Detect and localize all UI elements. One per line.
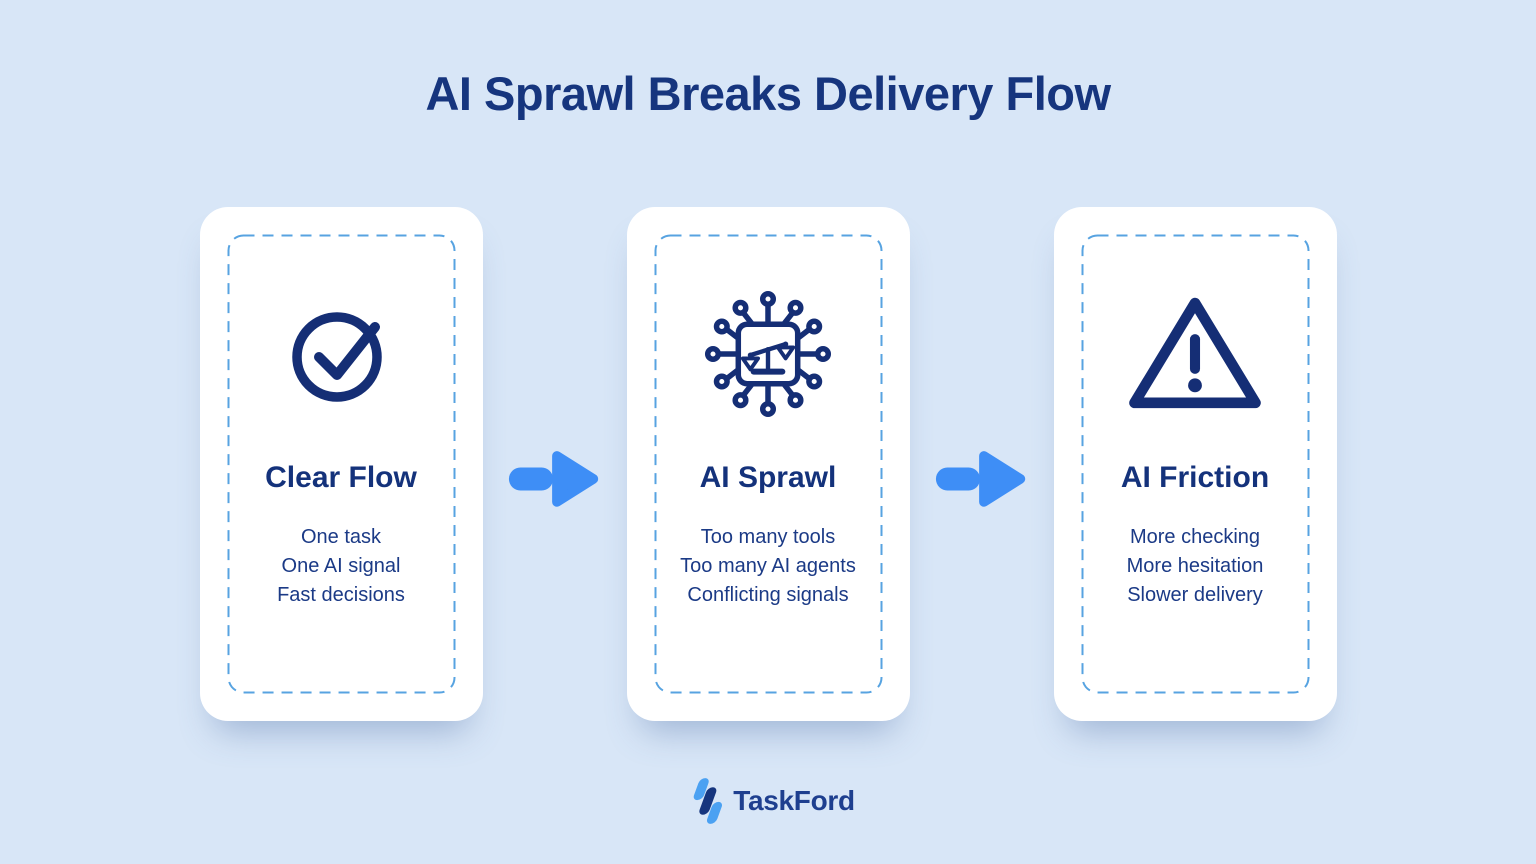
card-item: Too many tools (700, 526, 836, 548)
card-items: One task One AI signal Fast decisions (277, 523, 405, 610)
check-circle-icon (281, 289, 401, 419)
card-item: Conflicting signals (687, 584, 849, 606)
flow-row: Clear Flow One task One AI signal Fast d… (199, 207, 1337, 721)
warning-triangle-icon (1126, 289, 1264, 419)
card-item: More checking (1129, 526, 1261, 548)
card-title: AI Sprawl (699, 461, 837, 494)
card-title: AI Friction (1120, 461, 1270, 494)
card-item: Fast decisions (277, 584, 405, 606)
footer-brand: TaskFord (681, 777, 855, 825)
card-item: One task (300, 526, 382, 548)
page-title: AI Sprawl Breaks Delivery Flow (425, 67, 1111, 120)
card-title: Clear Flow (265, 461, 417, 494)
arrow-right-icon (483, 207, 627, 721)
card-items: More checking More hesitation Slower del… (1127, 523, 1264, 610)
card-clear-flow: Clear Flow One task One AI signal Fast d… (199, 207, 483, 721)
card-item: More hesitation (1126, 555, 1264, 577)
card-ai-sprawl: AI Sprawl Too many tools Too many AI age… (626, 207, 910, 721)
arrow-right-icon (910, 207, 1054, 721)
card-item: Slower delivery (1127, 584, 1263, 606)
brand-name: TaskFord (733, 785, 855, 816)
card-item: One AI signal (281, 555, 401, 577)
card-items: Too many tools Too many AI agents Confli… (680, 523, 856, 610)
taskford-logo-icon (681, 777, 723, 825)
card-ai-friction: AI Friction More checking More hesitatio… (1053, 207, 1337, 721)
card-item: Too many AI agents (680, 555, 856, 577)
ai-chip-scales-icon (702, 289, 834, 419)
